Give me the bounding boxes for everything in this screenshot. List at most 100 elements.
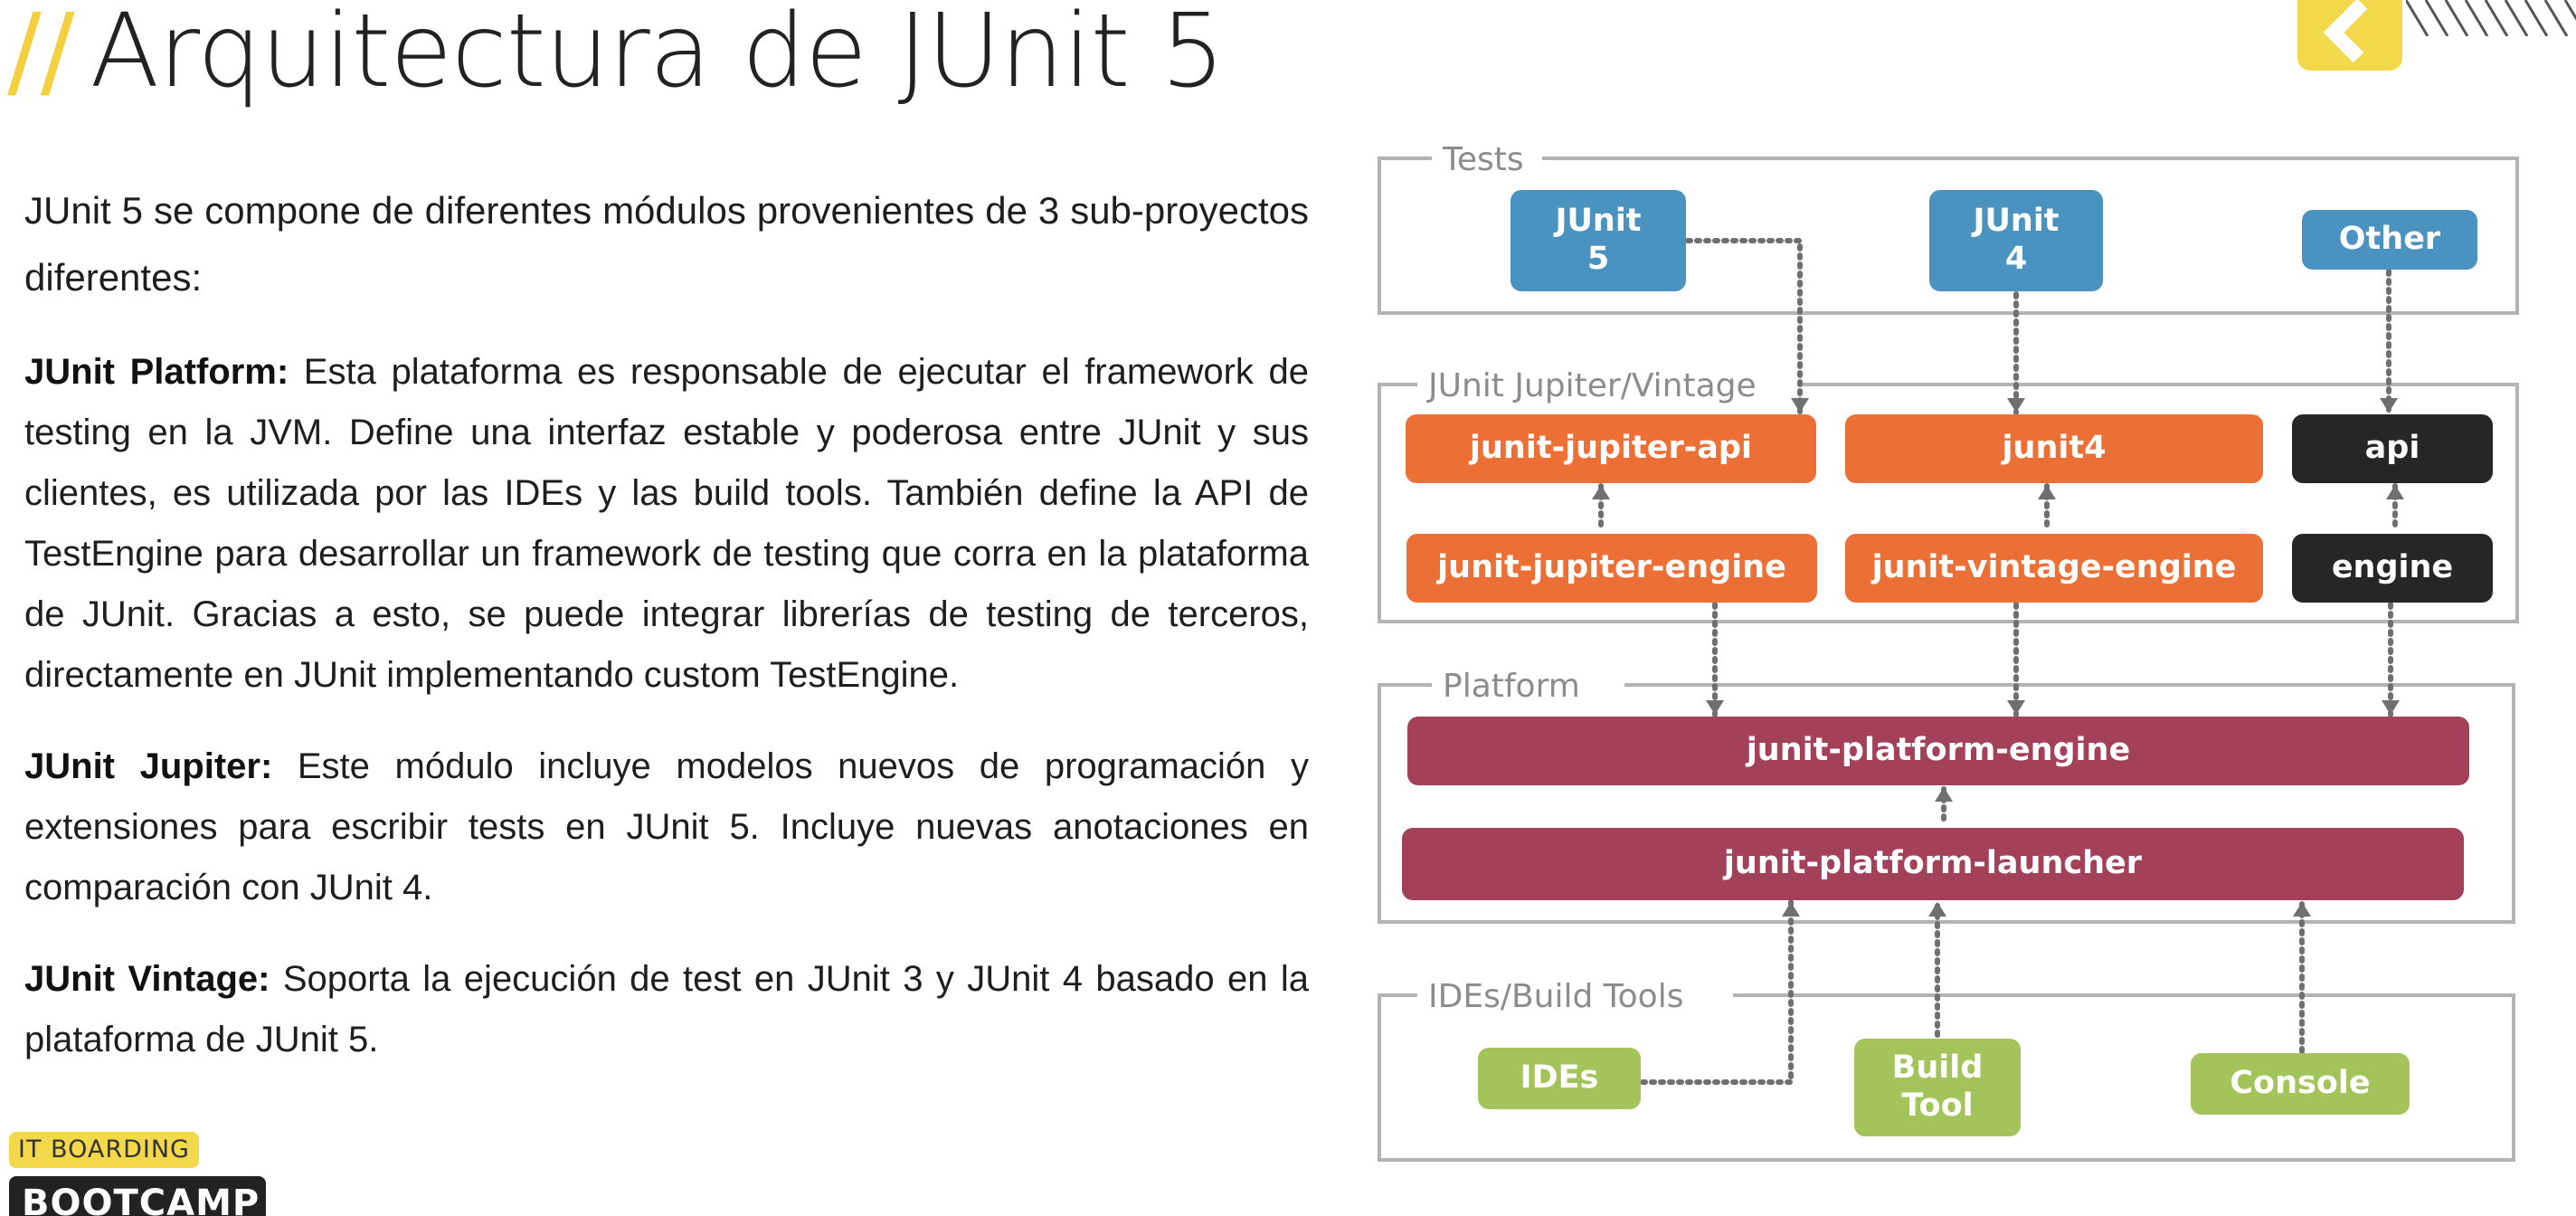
edge-jupiter_engine-to-platform_engine-head [1706, 700, 1724, 715]
node-api: api [2292, 414, 2493, 483]
platform-paragraph: JUnit Platform: Esta plataforma es respo… [24, 342, 1309, 706]
title-text: Arquitectura de JUnit 5 [90, 0, 1225, 110]
edge-junit5-to-jupiter_api [1685, 238, 1809, 415]
node-box-junit4-mod [1845, 414, 2263, 483]
node-label-other: Other [2339, 221, 2441, 257]
node-box-platform-launcher [1402, 828, 2464, 900]
edge-ides-to-platform_launcher-head [1782, 902, 1800, 917]
node-label-junit5: 5 [1587, 241, 1609, 277]
node-label-ides: IDEs [1520, 1059, 1599, 1096]
group-platform: Platform [1378, 668, 2515, 924]
edge-ides-to-platform_launcher-line [1640, 899, 1794, 1085]
edge-junit4-to-junit4_mod-head [2007, 398, 2025, 413]
node-label-junit4: JUnit [1971, 203, 2059, 239]
group-tools: IDEs/Build Tools [1378, 978, 2515, 1162]
group-frame-jupiter [1378, 383, 2519, 623]
group-label-platform: Platform [1443, 668, 1580, 705]
node-label-engine: engine [2332, 549, 2453, 585]
group-label-tools: IDEs/Build Tools [1428, 978, 1683, 1015]
node-box-junit5 [1511, 190, 1686, 291]
edge-jupiter_engine-to-platform_engine [1706, 602, 1724, 717]
node-box-ides [1478, 1048, 1641, 1109]
edge-vintage_engine-to-junit4_mod-head [2038, 485, 2056, 499]
node-vintage-engine: junit-vintage-engine [1845, 534, 2263, 603]
node-box-vintage-engine [1845, 534, 2263, 603]
edge-build_tool-to-platform_launcher [1928, 899, 1946, 1038]
node-box-api [2292, 414, 2493, 483]
intro-paragraph: JUnit 5 se compone de diferentes módulos… [24, 189, 1309, 299]
jupiter-term: JUnit Jupiter: [24, 746, 273, 786]
edge-junit5-to-jupiter_api-line [1685, 238, 1803, 415]
node-box-console [2191, 1053, 2410, 1115]
node-box-platform-engine [1407, 717, 2469, 785]
node-label-build-tool: Tool [1901, 1088, 1973, 1124]
edge-vintage_engine-to-junit4_mod [2038, 482, 2056, 527]
edge-platform_launcher-to-platform_engine [1935, 784, 1953, 822]
edge-jupiter_engine-to-jupiter_api-head [1592, 485, 1610, 499]
vintage-term: JUnit Vintage: [24, 959, 270, 999]
node-box-jupiter-api [1406, 414, 1816, 483]
node-label-platform-engine: junit-platform-engine [1745, 732, 2130, 768]
edge-other-to-api [2380, 269, 2398, 415]
node-label-junit4-mod: junit4 [2001, 430, 2107, 466]
group-label-tests: Tests [1442, 141, 1524, 178]
hatch-decoration-icon [2406, 0, 2576, 36]
edge-other-to-api-head [2380, 398, 2398, 413]
edge-vintage_engine-to-platform_engine-head [2007, 700, 2025, 715]
node-console: Console [2191, 1053, 2410, 1115]
node-other: Other [2302, 210, 2477, 270]
edge-console-to-platform_launcher [2293, 899, 2311, 1054]
slide-title: //Arquitectura de JUnit 5 [7, 0, 1225, 119]
title-slash-mark: // [7, 0, 74, 110]
node-ides: IDEs [1478, 1048, 1641, 1109]
edge-jupiter_engine-to-jupiter_api [1592, 482, 1610, 527]
node-label-junit4: 4 [2005, 241, 2027, 277]
brand-logo-icon [2297, 0, 2402, 71]
jupiter-paragraph: JUnit Jupiter: Este módulo incluye model… [24, 736, 1309, 918]
vintage-paragraph: JUnit Vintage: Soporta la ejecución de t… [24, 949, 1309, 1070]
vintage-description: Soporta la ejecución de test en JUnit 3 … [24, 959, 1310, 1059]
node-box-junit4 [1929, 190, 2103, 291]
it-boarding-badge: IT BOARDING [9, 1132, 199, 1168]
node-label-vintage-engine: junit-vintage-engine [1870, 549, 2237, 585]
node-box-build-tool [1854, 1039, 2021, 1136]
edge-engine-to-api [2386, 482, 2404, 527]
node-label-jupiter-engine: junit-jupiter-engine [1435, 549, 1786, 585]
slide-body: JUnit 5 se compone de diferentes módulos… [24, 177, 1309, 1101]
group-tests: Tests [1378, 141, 2519, 315]
node-jupiter-api: junit-jupiter-api [1406, 414, 1816, 483]
node-label-api: api [2365, 430, 2420, 466]
node-box-other [2302, 210, 2477, 270]
group-label-jupiter: JUnit Jupiter/Vintage [1426, 367, 1757, 404]
node-label-jupiter-api: junit-jupiter-api [1468, 430, 1752, 466]
node-label-platform-launcher: junit-platform-launcher [1722, 845, 2143, 881]
node-platform-launcher: junit-platform-launcher [1402, 828, 2464, 900]
edge-junit5-to-jupiter_api-head [1791, 398, 1809, 413]
jupiter-description: Este módulo incluye modelos nuevos de pr… [24, 746, 1310, 907]
node-box-jupiter-engine [1406, 534, 1817, 603]
edge-vintage_engine-to-platform_engine [2007, 602, 2025, 717]
edge-ides-to-platform_launcher [1640, 899, 1800, 1085]
group-frame-platform [1378, 683, 2515, 924]
platform-description: Esta plataforma es responsable de ejecut… [24, 352, 1309, 695]
edge-platform_launcher-to-platform_engine-head [1935, 787, 1953, 802]
node-label-console: Console [2230, 1065, 2370, 1101]
node-junit4-mod: junit4 [1845, 414, 2263, 483]
edge-engine-to-platform_engine-head [2382, 700, 2400, 715]
node-platform-engine: junit-platform-engine [1407, 717, 2469, 785]
node-jupiter-engine: junit-jupiter-engine [1406, 534, 1817, 603]
group-frame-tools [1378, 993, 2515, 1162]
edge-engine-to-platform_engine [2382, 602, 2400, 717]
edge-junit4-to-junit4_mod [2007, 291, 2025, 415]
edge-engine-to-api-head [2386, 485, 2404, 499]
group-frame-tests [1378, 157, 2519, 315]
node-box-engine [2292, 534, 2493, 603]
edge-console-to-platform_launcher-head [2293, 902, 2311, 917]
node-label-junit5: JUnit [1553, 203, 1641, 239]
group-jupiter: JUnit Jupiter/Vintage [1378, 367, 2519, 623]
edge-build_tool-to-platform_launcher-head [1928, 902, 1946, 917]
